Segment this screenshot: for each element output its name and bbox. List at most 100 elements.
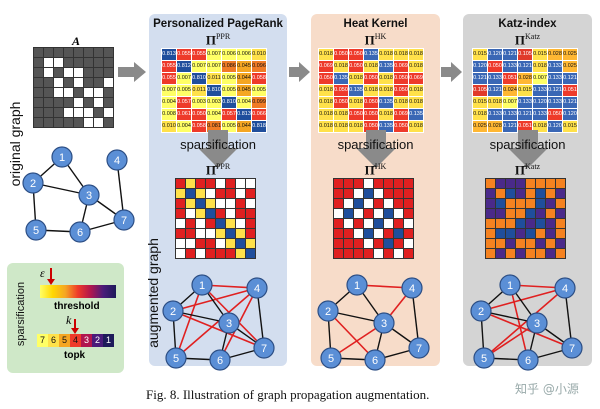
matrix-cell: 0.069: [393, 108, 409, 121]
matrix-cell: 0.018: [378, 108, 394, 121]
grid-cell: [44, 118, 53, 127]
matrix-cell: 0.120: [472, 60, 488, 73]
matrix-cell: 0.135: [348, 84, 364, 97]
watermark: 知乎 @小源: [515, 382, 579, 396]
matrix-cell: 0.121: [547, 84, 563, 97]
matrix-cell: 0.007: [176, 72, 192, 85]
grid-cell: [176, 179, 185, 188]
matrix-cell: 0.121: [487, 84, 503, 97]
node-label: 7: [569, 343, 575, 355]
matrix-cell: 0.028: [517, 72, 533, 85]
grid-cell: [176, 249, 185, 258]
matrix-cell: 0.133: [502, 60, 518, 73]
grid-cell: [526, 229, 535, 238]
augmented-edge: [172, 310, 265, 349]
matrix-cell: 0.004: [236, 96, 252, 109]
grid-cell: [546, 219, 555, 228]
grid-cell: [364, 209, 373, 218]
graph-node: [51, 146, 73, 168]
arrow-to-katz: [441, 62, 462, 82]
graph-node: [22, 172, 44, 194]
matrix-cell: 0.005: [221, 72, 237, 85]
graph-node: [209, 349, 231, 371]
matrix-cell: 0.069: [408, 72, 424, 85]
matrix-cell: 0.010: [161, 120, 177, 133]
topk-cell: 3: [81, 334, 92, 347]
grid-cell: [226, 239, 235, 248]
matrix-cell: 0.058: [191, 120, 207, 133]
grid-cell: [176, 189, 185, 198]
matrix-cell: 0.810: [221, 96, 237, 109]
grid-cell: [394, 219, 403, 228]
grid-cell: [344, 189, 353, 198]
grid-cell: [486, 229, 495, 238]
matrix-cell: 0.120: [487, 48, 503, 61]
graph-node: [191, 274, 213, 296]
ppr-down-arrow: [198, 130, 238, 168]
grid-cell: [94, 98, 103, 107]
grid-cell: [104, 68, 113, 77]
graph-node: [69, 221, 91, 243]
matrix-cell: 0.015: [562, 120, 578, 133]
matrix-cell: 0.045: [236, 60, 252, 73]
grid-cell: [546, 179, 555, 188]
grid-cell: [536, 249, 545, 258]
grid-cell: [74, 88, 83, 97]
ppr-sparse-grid: [175, 178, 256, 259]
grid-cell: [354, 239, 363, 248]
matrix-cell: 0.011: [191, 84, 207, 97]
adjacency-matrix: [33, 47, 114, 128]
matrix-cell: 0.810: [206, 84, 222, 97]
grid-cell: [364, 229, 373, 238]
grid-cell: [486, 209, 495, 218]
matrix-cell: 0.057: [176, 96, 192, 109]
matrix-cell: 0.025: [562, 60, 578, 73]
grid-cell: [536, 239, 545, 248]
topk-symbol: k: [66, 313, 72, 327]
matrix-cell: 0.133: [547, 96, 563, 109]
matrix-cell: 0.133: [517, 96, 533, 109]
grid-cell: [186, 179, 195, 188]
grid-cell: [64, 108, 73, 117]
grid-cell: [176, 209, 185, 218]
grid-cell: [206, 199, 215, 208]
matrix-cell: 0.018: [363, 60, 379, 73]
grid-cell: [364, 239, 373, 248]
grid-cell: [546, 249, 555, 258]
grid-cell: [526, 239, 535, 248]
grid-cell: [226, 179, 235, 188]
node-label: 7: [261, 343, 267, 355]
matrix-cell: 0.011: [206, 72, 222, 85]
node-label: 1: [199, 280, 205, 292]
matrix-cell: 0.050: [191, 108, 207, 121]
matrix-cell: 0.133: [547, 60, 563, 73]
grid-cell: [84, 78, 93, 87]
grid-cell: [236, 179, 245, 188]
matrix-cell: 0.061: [176, 108, 192, 121]
katz-sparse-grid: [485, 178, 566, 259]
grid-cell: [186, 219, 195, 228]
grid-cell: [334, 229, 343, 238]
matrix-cell: 0.045: [236, 84, 252, 97]
ppr-sparsification-label: sparsification: [180, 137, 256, 152]
matrix-cell: 0.050: [393, 84, 409, 97]
grid-cell: [84, 68, 93, 77]
graph-node: [320, 347, 342, 369]
matrix-cell: 0.050: [348, 60, 364, 73]
matrix-cell: 0.051: [502, 72, 518, 85]
matrix-cell: 0.050: [333, 84, 349, 97]
matrix-cell: 0.005: [176, 84, 192, 97]
grid-cell: [496, 209, 505, 218]
grid-cell: [344, 249, 353, 258]
graph-node: [401, 277, 423, 299]
matrix-cell: 0.024: [502, 84, 518, 97]
grid-cell: [236, 189, 245, 198]
matrix-cell: 0.050: [363, 96, 379, 109]
grid-cell: [506, 229, 515, 238]
